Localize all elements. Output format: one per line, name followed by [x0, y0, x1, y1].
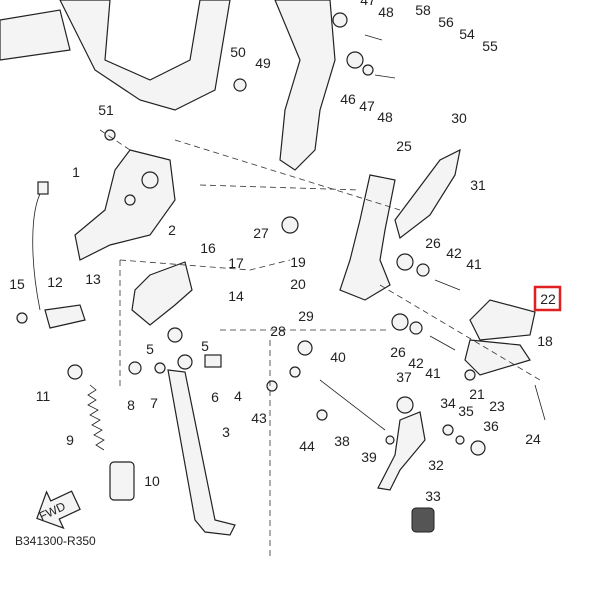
- callout-label-33: 33: [425, 488, 441, 504]
- callout-label-32: 32: [428, 457, 444, 473]
- callout-label-39: 39: [361, 449, 377, 465]
- callout-label-58: 58: [415, 2, 431, 18]
- callout-label-44: 44: [299, 438, 315, 454]
- bracket-part-25: [339, 174, 396, 301]
- callout-label-42: 42: [408, 355, 424, 371]
- rod-part-38: [319, 379, 386, 431]
- spring-part-9: [87, 384, 105, 451]
- fwd-arrow-icon: FWD: [36, 490, 81, 530]
- highlight-box: [533, 285, 562, 312]
- callout-label-27: 27: [253, 225, 269, 241]
- callout-label-21: 21: [469, 386, 485, 402]
- callout-label-41: 41: [425, 365, 441, 381]
- callout-label-2: 2: [168, 222, 176, 238]
- callout-label-41: 41: [466, 256, 482, 272]
- drawing-code: B341300-R350: [15, 534, 96, 548]
- callout-label-8: 8: [127, 397, 135, 413]
- callout-label-54: 54: [459, 26, 475, 42]
- sidestand-part-3: [167, 369, 236, 536]
- shift-lever-part-32: [377, 411, 426, 491]
- callout-label-51: 51: [98, 102, 114, 118]
- callout-label-20: 20: [290, 276, 306, 292]
- callout-label-48: 48: [377, 109, 393, 125]
- callout-label-40: 40: [330, 349, 346, 365]
- callout-label-56: 56: [438, 14, 454, 30]
- callout-label-43: 43: [251, 410, 267, 426]
- callout-label-14: 14: [228, 288, 244, 304]
- callout-label-47: 47: [359, 98, 375, 114]
- sensor-wire: [32, 189, 43, 311]
- callout-label-30: 30: [451, 110, 467, 126]
- callout-label-11: 11: [36, 388, 51, 404]
- callout-label-5: 5: [146, 341, 154, 357]
- bracket-part-16: [131, 261, 193, 326]
- callout-label-17: 17: [228, 255, 244, 271]
- callout-label-36: 36: [483, 418, 499, 434]
- callout-label-25: 25: [396, 138, 412, 154]
- callout-label-23: 23: [489, 398, 505, 414]
- callout-label-3: 3: [222, 424, 230, 440]
- callout-label-15: 15: [9, 276, 25, 292]
- callout-label-19: 19: [290, 254, 306, 270]
- callout-label-4: 4: [234, 388, 242, 404]
- callout-label-10: 10: [144, 473, 160, 489]
- callout-label-16: 16: [200, 240, 216, 256]
- callout-label-48: 48: [378, 4, 394, 20]
- shift-peg-part-33: [411, 507, 435, 533]
- callout-label-49: 49: [255, 55, 271, 71]
- callout-label-35: 35: [458, 403, 474, 419]
- sensor-part-12: [44, 304, 86, 329]
- callout-label-28: 28: [270, 323, 286, 339]
- callout-label-26: 26: [390, 344, 406, 360]
- callout-label-47: 47: [360, 0, 376, 8]
- callout-label-18: 18: [537, 333, 553, 349]
- heel-guard-part: [274, 0, 336, 171]
- callout-label-6: 6: [211, 389, 219, 405]
- collar-part-10: [109, 461, 135, 501]
- callout-label-7: 7: [150, 395, 158, 411]
- callout-label-9: 9: [66, 432, 74, 448]
- callout-label-29: 29: [298, 308, 314, 324]
- callout-label-24: 24: [525, 431, 541, 447]
- plate-part-30: [394, 148, 461, 240]
- callout-label-55: 55: [482, 38, 498, 54]
- callout-label-50: 50: [230, 44, 246, 60]
- callout-label-26: 26: [425, 235, 441, 251]
- bracket-part-1: [74, 149, 176, 261]
- fasteners: [16, 12, 546, 456]
- callout-label-42: 42: [446, 245, 462, 261]
- callout-label-37: 37: [396, 369, 412, 385]
- callout-label-1: 1: [72, 164, 80, 180]
- callout-label-5: 5: [201, 338, 209, 354]
- callout-label-13: 13: [85, 271, 101, 287]
- callout-label-31: 31: [470, 177, 486, 193]
- frame-part: [0, 0, 231, 111]
- callout-label-22: 22: [540, 291, 556, 307]
- callout-label-46: 46: [340, 91, 356, 107]
- assembly-lines: [99, 129, 541, 560]
- callout-label-12: 12: [47, 274, 63, 290]
- callout-label-38: 38: [334, 433, 350, 449]
- footrest-part-22: [469, 299, 536, 341]
- callout-label-34: 34: [440, 395, 456, 411]
